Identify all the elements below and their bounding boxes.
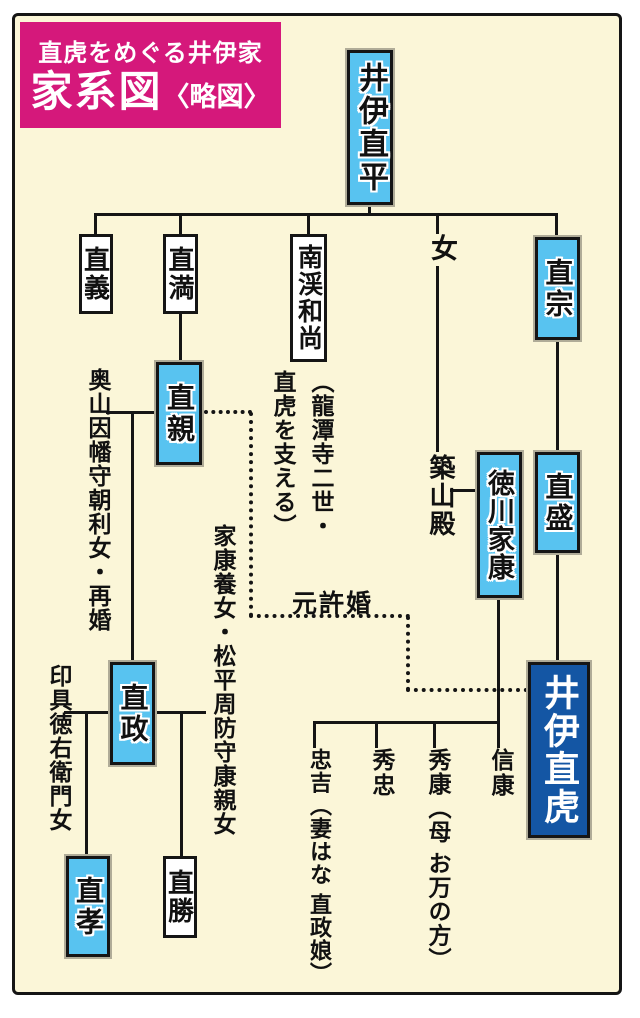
connector-drop-naomitsu bbox=[179, 213, 182, 234]
connector-sibling-bar bbox=[95, 213, 558, 216]
label-former-betrothal: 元許婚 bbox=[292, 590, 374, 618]
connector-onna-tsukiyama bbox=[436, 266, 439, 452]
dotted-connector-mid bbox=[249, 614, 410, 618]
dotted-connector-down1 bbox=[249, 412, 253, 617]
node-naoyoshi: 直義 bbox=[79, 234, 113, 314]
node-naomitsu: 直満 bbox=[163, 234, 198, 314]
connector-drop-onna bbox=[436, 213, 439, 234]
label-tsukiyama-dono: 築山殿 bbox=[426, 454, 456, 538]
connector-drop-hideyasu bbox=[433, 721, 436, 748]
connector-children-bar bbox=[314, 721, 500, 724]
node-ii-naohira: 井伊直平 bbox=[345, 48, 395, 207]
label-nankei-note: （龍潭寺二世・直虎を支える） bbox=[270, 370, 334, 538]
label-onna: 女 bbox=[427, 234, 457, 263]
dotted-connector-naotora-in bbox=[406, 688, 528, 692]
connector-naomitsu-naochika bbox=[179, 314, 182, 362]
label-matsudaira-wife: 家康養女・松平周防守康親女 bbox=[210, 524, 236, 836]
title-line2: 家系図〈略図〉 bbox=[20, 68, 281, 121]
connector-drop-naokatsu bbox=[180, 711, 183, 856]
node-nankei-osho: 南渓和尚 bbox=[290, 234, 327, 362]
title-plate: 直虎をめぐる井伊家 家系図〈略図〉 bbox=[20, 22, 281, 128]
node-ii-naotora: 井伊直虎 bbox=[526, 660, 592, 840]
node-naotaka: 直孝 bbox=[64, 854, 112, 959]
connector-drop-hidetada bbox=[375, 721, 378, 748]
node-naochika: 直親 bbox=[154, 360, 204, 467]
label-hideyasu: 秀康（母 お万の方） bbox=[425, 748, 451, 972]
node-naomasa: 直政 bbox=[108, 660, 157, 767]
connector-tsukiyama-ieyasu bbox=[450, 489, 477, 492]
node-naokatsu: 直勝 bbox=[163, 856, 197, 938]
node-naomune: 直宗 bbox=[533, 235, 582, 342]
node-tokugawa-ieyasu: 徳川家康 bbox=[475, 450, 524, 600]
connector-drop-nankei bbox=[307, 213, 310, 234]
connector-drop-tadayoshi bbox=[313, 721, 316, 748]
label-ingu-wife: 印具徳右衛門女 bbox=[46, 664, 72, 832]
dotted-connector-down2 bbox=[406, 616, 410, 691]
node-naomori: 直盛 bbox=[533, 450, 582, 555]
connector-drop-naoyoshi bbox=[94, 213, 97, 234]
label-tadayoshi: 忠吉（妻はな 直政娘） bbox=[307, 748, 332, 986]
label-okuyama-wife: 奥山因幡守朝利女・再婚 bbox=[85, 368, 111, 632]
connector-ieyasu-children bbox=[497, 598, 500, 748]
connector-naomori-naotora bbox=[556, 553, 559, 662]
title-line1: 直虎をめぐる井伊家 bbox=[38, 40, 263, 67]
label-hidetada: 秀忠 bbox=[369, 748, 395, 798]
connector-marriage-naomasa bbox=[131, 411, 134, 662]
connector-drop-naomune bbox=[555, 213, 558, 237]
connector-drop-naotaka bbox=[85, 711, 88, 856]
label-nobuyasu: 信康 bbox=[488, 748, 514, 798]
title-line2-note: 〈略図〉 bbox=[162, 82, 271, 112]
connector-naohira-stem bbox=[368, 205, 371, 216]
title-line2-main: 家系図 bbox=[30, 68, 163, 115]
dotted-connector-naochika-out bbox=[204, 410, 252, 414]
connector-naomune-naomori bbox=[556, 340, 559, 452]
